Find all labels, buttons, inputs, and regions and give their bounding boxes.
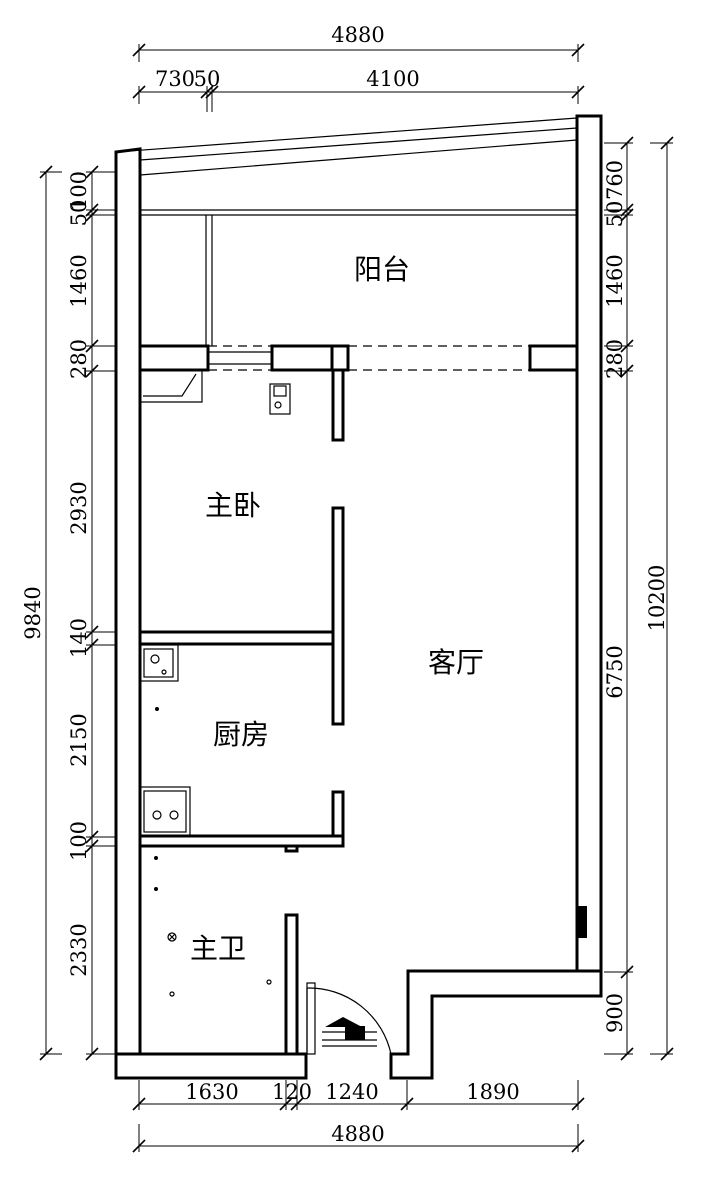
partition-wall-mid (270, 344, 334, 372)
dim-left-2150: 2150 (67, 713, 91, 766)
dim-right-280: 280 (603, 339, 627, 379)
room-labels: 阳台 主卧 客厅 厨房 主卫 (190, 253, 484, 965)
bath-wall-stub (284, 844, 299, 853)
partition-wall-right (528, 344, 579, 372)
dim-left-2330: 2330 (67, 923, 91, 976)
floor-drain-icon (167, 932, 177, 942)
dim-bottom-1630: 1630 (185, 1080, 238, 1104)
bottom-dimensions: 1630 120 1240 1890 4880 (132, 1080, 585, 1153)
appliance-icon (269, 383, 291, 415)
dim-top-4100: 4100 (366, 67, 419, 91)
kitchen-wall-right (331, 790, 345, 839)
dim-left-2930: 2930 (67, 481, 91, 534)
entry-door-icon (306, 982, 392, 1055)
dim-left-total: 9840 (21, 586, 45, 639)
bath-wall-right (284, 913, 299, 1056)
kitchen-bath-wall (138, 834, 345, 848)
dim-bottom-total: 4880 (331, 1122, 384, 1146)
right-wall (575, 114, 603, 980)
room-label-living-room: 客厅 (428, 646, 484, 679)
dim-left-280: 280 (67, 339, 91, 379)
dim-top-730: 730 (155, 67, 195, 91)
room-label-balcony: 阳台 (354, 253, 410, 286)
dim-right-1460: 1460 (603, 254, 627, 307)
dim-top-total: 4880 (331, 23, 384, 47)
outer-wall (114, 147, 142, 1080)
dim-left-1460: 1460 (67, 254, 91, 307)
dim-left-100b: 100 (67, 821, 91, 861)
right-dimensions: 10200 760 50 1460 280 6750 900 (603, 136, 674, 1061)
kitchen-sink-icon (139, 644, 179, 682)
room-label-master-bedroom: 主卧 (205, 489, 261, 522)
partition-wall-left (138, 344, 210, 372)
bottom-wall-right (389, 969, 603, 1080)
bottom-wall-left (114, 1052, 308, 1080)
room-label-kitchen: 厨房 (213, 718, 269, 751)
fixtures (139, 369, 392, 1055)
electrical-panel-icon (577, 906, 587, 938)
room-label-master-bath: 主卫 (190, 932, 246, 965)
bedroom-wall-lower (331, 506, 345, 726)
dim-right-50: 50 (603, 201, 627, 228)
dim-left-140: 140 (67, 618, 91, 658)
dim-bottom-1890: 1890 (466, 1080, 519, 1104)
dim-left-50: 50 (67, 200, 91, 227)
wardrobe-icon (140, 369, 203, 403)
bedroom-kitchen-wall (138, 630, 335, 646)
left-dimensions: 9840 100 50 1460 280 2930 140 2150 100 2… (21, 165, 116, 1061)
dim-bottom-1240: 1240 (325, 1080, 378, 1104)
dim-left-100: 100 (67, 171, 91, 211)
dim-right-900: 900 (603, 993, 627, 1033)
dim-right-6750: 6750 (603, 645, 627, 698)
dim-bottom-120: 120 (272, 1080, 312, 1104)
dim-right-total: 10200 (645, 565, 669, 632)
bedroom-wall-upper (331, 368, 345, 442)
dim-right-760: 760 (603, 160, 627, 200)
top-dimensions: 4880 730 50 4100 (132, 23, 585, 112)
walls (114, 114, 603, 1080)
dim-top-50: 50 (194, 67, 221, 91)
partition-wall-post (330, 344, 350, 372)
stove-icon (139, 786, 191, 837)
